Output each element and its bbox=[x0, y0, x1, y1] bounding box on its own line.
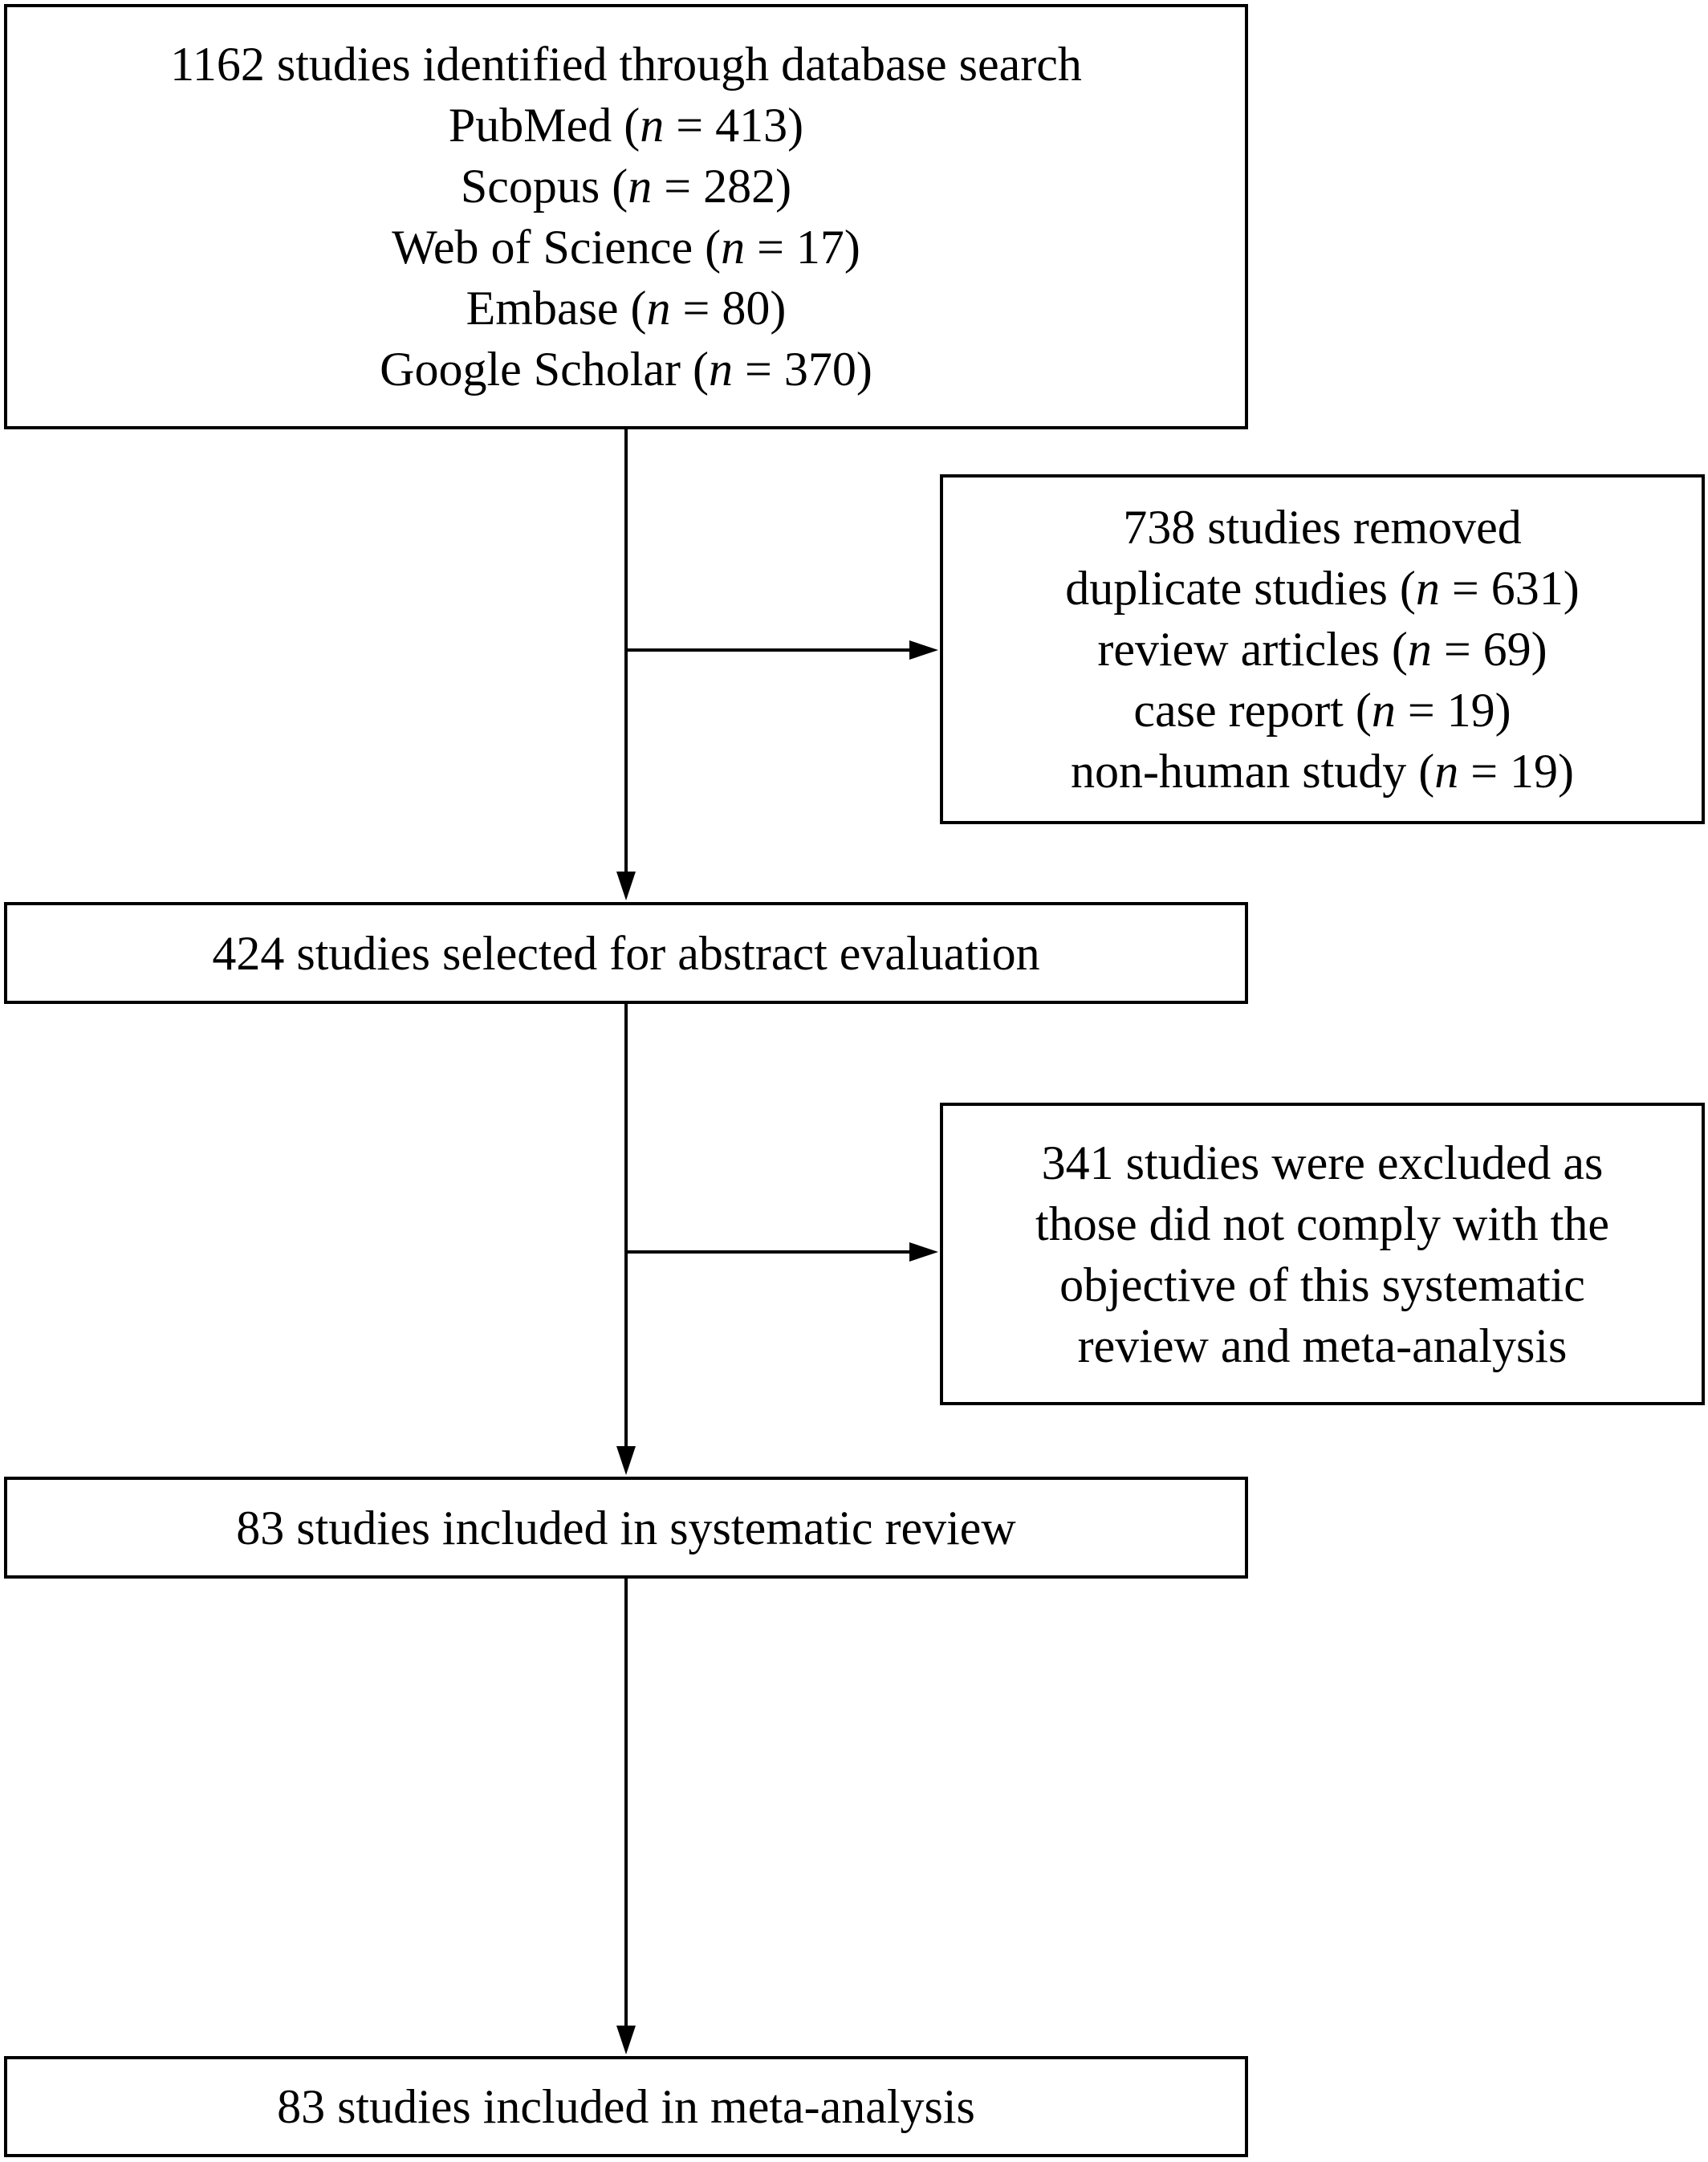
meta-analysis-box: 83 studies included in meta-analysis bbox=[4, 2056, 1248, 2157]
meta-analysis-text: 83 studies included in meta-analysis bbox=[277, 2080, 975, 2133]
removed-studies-box: 738 studies removed duplicate studies (n… bbox=[940, 474, 1705, 824]
excluded-line-4: review and meta-analysis bbox=[1077, 1319, 1568, 1372]
reason-case-report: case report (n = 19) bbox=[1133, 684, 1511, 737]
source-google-scholar: Google Scholar (n = 370) bbox=[380, 343, 872, 396]
arrowhead-abstract bbox=[616, 872, 636, 900]
removed-heading: 738 studies removed bbox=[1123, 501, 1522, 554]
reason-duplicate: duplicate studies (n = 631) bbox=[1065, 562, 1580, 615]
abstract-evaluation-text: 424 studies selected for abstract evalua… bbox=[212, 926, 1040, 980]
arrowhead-excluded bbox=[909, 1242, 938, 1262]
systematic-review-box: 83 studies included in systematic review bbox=[4, 1477, 1248, 1579]
excluded-line-2: those did not comply with the bbox=[1035, 1197, 1609, 1250]
source-web-of-science: Web of Science (n = 17) bbox=[392, 221, 860, 274]
excluded-line-1: 341 studies were excluded as bbox=[1041, 1136, 1604, 1189]
source-pubmed: PubMed (n = 413) bbox=[448, 99, 804, 152]
arrowhead-meta bbox=[616, 2026, 636, 2054]
excluded-studies-box: 341 studies were excluded as those did n… bbox=[940, 1103, 1705, 1405]
abstract-evaluation-box: 424 studies selected for abstract evalua… bbox=[4, 902, 1248, 1004]
systematic-review-text: 83 studies included in systematic review bbox=[236, 1501, 1016, 1554]
arrowhead-systematic bbox=[616, 1446, 636, 1475]
arrowhead-removed bbox=[909, 640, 938, 660]
source-scopus: Scopus (n = 282) bbox=[460, 160, 792, 213]
identified-heading: 1162 studies identified through database… bbox=[170, 38, 1082, 91]
reason-non-human: non-human study (n = 19) bbox=[1070, 745, 1575, 798]
identified-studies-box: 1162 studies identified through database… bbox=[4, 4, 1248, 429]
reason-review-articles: review articles (n = 69) bbox=[1097, 623, 1547, 676]
source-embase: Embase (n = 80) bbox=[466, 282, 787, 335]
excluded-line-3: objective of this systematic bbox=[1059, 1258, 1585, 1311]
